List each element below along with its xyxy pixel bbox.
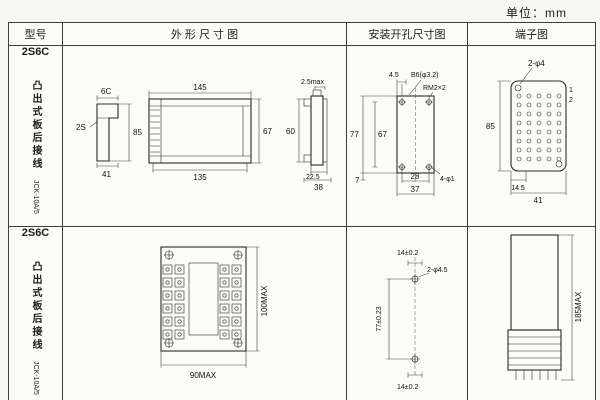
terminal-number-1: 1 [569,87,573,94]
col-header-outline: 外 形 尺 寸 图 [62,22,347,46]
model-code: JCK-10A/5 [32,361,39,395]
dim-145: 145 [193,83,207,92]
dim-7: 7 [355,176,360,185]
terminal-drawing-row1: 2-φ4 85 1 2 14.5 41 [486,59,573,205]
model-name: 2S6C [21,227,50,239]
dim-77: 77 [350,130,359,139]
dim-2-5max: 2.5max [301,79,324,86]
table-row-1: 2S6C 凸出式板后接线 JCK-10A/5 6C 2S 85 [8,45,596,227]
outline-drawing-row1: 6C 2S 85 41 145 67 135 [76,79,332,192]
dim-6c: 6C [101,87,111,96]
dim-41: 41 [534,196,543,205]
front-view: 145 67 135 [148,83,272,182]
dim-85: 85 [133,128,142,137]
terminal-cell-2: 185MAX [467,226,596,400]
side-view: 2.5max 60 22.5 38 [286,79,332,192]
label-4phi1: 4-φ1 [440,176,455,183]
install-cell-1: 4.5 B6(φ3.2) RM2×2 77 67 7 28 37 4-φ1 [346,45,468,227]
dim-135: 135 [193,173,207,182]
install-cell-2: 14±0.2 2-φ4.5 77±0.23 14±0.2 [346,226,468,400]
label-b6-hole: B6(φ3.2) [411,72,439,79]
model-code: JCK-10A/5 [32,180,39,214]
dim-67: 67 [378,130,387,139]
model-description: 凸出式板后接线 [30,261,41,352]
outline-cell-2: 90MAX 100MAX [62,226,347,400]
install-drawing-row2: 14±0.2 2-φ4.5 77±0.23 14±0.2 [376,250,448,391]
dim-4-5: 4.5 [389,72,399,79]
dim-22-5: 22.5 [306,174,320,181]
terminal-number-2: 2 [569,97,573,104]
model-cell-2: 2S6C 凸出式板后接线 JCK-10A/5 [8,226,63,400]
table-row-2: 2S6C 凸出式板后接线 JCK-10A/5 [8,226,596,400]
col-header-terminal: 端子图 [467,22,596,46]
dim-90max: 90MAX [190,371,217,380]
model-cell-1: 2S6C 凸出式板后接线 JCK-10A/5 [8,45,63,227]
label-2phi4: 2-φ4 [528,59,545,68]
side-profile-view: 6C 2S 85 41 [76,87,142,179]
dim-185max: 185MAX [574,291,583,322]
label-rm2: RM2×2 [423,85,446,92]
install-drawing-row1: 4.5 B6(φ3.2) RM2×2 77 67 7 28 37 4-φ1 [350,72,455,196]
model-name: 2S6C [21,46,50,59]
outline-cell-1: 6C 2S 85 41 145 67 135 [62,45,347,227]
spec-table: 型号 外 形 尺 寸 图 安装开孔尺寸图 端子图 2S6C 凸出式板后接线 JC… [8,22,596,400]
dim-2s: 2S [76,123,86,132]
dim-60: 60 [286,127,295,136]
col-header-install: 安装开孔尺寸图 [346,22,468,46]
hole-layout: 14±0.2 2-φ4.5 77±0.23 14±0.2 [376,250,448,391]
label-2phi45: 2-φ4.5 [427,267,448,274]
dim-85: 85 [486,122,495,131]
mounting-hole-layout: 4.5 B6(φ3.2) RM2×2 77 67 7 28 37 4-φ1 [350,72,455,196]
col-header-model: 型号 [8,22,63,46]
dim-38: 38 [314,183,323,192]
dim-100max: 100MAX [260,285,269,316]
dim-14-bottom: 14±0.2 [397,384,418,391]
terminal-drawing-row2: 185MAX [507,234,583,381]
model-description: 凸出式板后接线 [30,80,41,171]
header-row: 型号 外 形 尺 寸 图 安装开孔尺寸图 端子图 [8,22,596,46]
outline-drawing-row2: 90MAX 100MAX [160,246,269,380]
dim-14-top: 14±0.2 [397,250,418,257]
dim-41: 41 [102,170,111,179]
dim-28: 28 [411,172,420,181]
terminal-board: 2-φ4 85 1 2 14.5 41 [486,59,573,205]
relay-side-view: 185MAX [507,234,583,381]
dim-37: 37 [411,185,420,194]
terminal-cell-1: 2-φ4 85 1 2 14.5 41 [467,45,596,227]
dim-77-023: 77±0.23 [376,306,383,331]
socket-front-view: 90MAX 100MAX [160,246,269,380]
dim-14-5: 14.5 [511,185,525,192]
unit-label: 单位：mm [506,6,567,20]
dim-67: 67 [263,127,272,136]
